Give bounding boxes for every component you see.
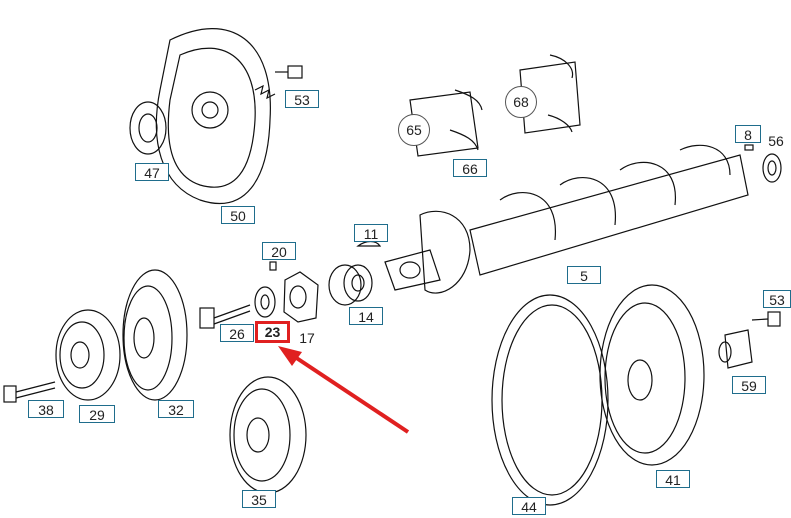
- part-label-5[interactable]: 5: [567, 266, 601, 284]
- part-label-32[interactable]: 32: [158, 400, 194, 418]
- bolt-38-drawing: [3, 381, 56, 403]
- part-label-8[interactable]: 8: [735, 125, 761, 143]
- crankshaft-drawing: [384, 144, 749, 294]
- bolt-53-top-drawing: [275, 65, 303, 79]
- part-label-11[interactable]: 11: [354, 224, 388, 242]
- part-label-53-right[interactable]: 53: [763, 290, 791, 308]
- pulley-29-drawing: [55, 309, 121, 401]
- part-label-23-highlighted[interactable]: 23: [255, 321, 290, 343]
- highlight-arrow: [278, 346, 410, 434]
- part-label-44[interactable]: 44: [512, 497, 546, 515]
- ring-gear-44-drawing: [491, 294, 609, 506]
- flex-plate-drawing: [155, 28, 276, 205]
- part-label-59[interactable]: 59: [732, 376, 766, 394]
- part-label-68[interactable]: 68: [505, 86, 537, 118]
- key-8-drawing: [744, 144, 754, 151]
- part-label-41[interactable]: 41: [656, 470, 690, 488]
- pin-20-drawing: [269, 261, 277, 271]
- part-label-14[interactable]: 14: [349, 307, 383, 325]
- bolt-26-drawing: [199, 304, 251, 329]
- pulley-35-drawing: [229, 376, 307, 494]
- damper-32-drawing: [122, 269, 188, 401]
- part-label-66[interactable]: 66: [453, 159, 487, 177]
- washer-23-drawing: [254, 286, 276, 318]
- part-label-20[interactable]: 20: [262, 242, 296, 260]
- part-label-50[interactable]: 50: [221, 206, 255, 224]
- bolt-53-right-drawing: [751, 311, 781, 327]
- part-label-38[interactable]: 38: [28, 400, 64, 418]
- part-label-35[interactable]: 35: [242, 490, 276, 508]
- part-label-56[interactable]: 56: [768, 133, 784, 149]
- part-label-26[interactable]: 26: [220, 324, 254, 342]
- part-label-47[interactable]: 47: [135, 163, 169, 181]
- part-label-53-top[interactable]: 53: [285, 90, 319, 108]
- sprocket-14-drawing: [328, 264, 373, 306]
- part-label-29[interactable]: 29: [79, 405, 115, 423]
- bushing-59-drawing: [718, 329, 753, 369]
- ring-47-drawing: [129, 101, 167, 155]
- bearing-56-drawing: [762, 153, 782, 183]
- part-label-65[interactable]: 65: [398, 114, 430, 146]
- flywheel-41-drawing: [599, 284, 705, 466]
- part-label-17[interactable]: 17: [299, 330, 315, 346]
- hub-17-drawing: [283, 271, 319, 323]
